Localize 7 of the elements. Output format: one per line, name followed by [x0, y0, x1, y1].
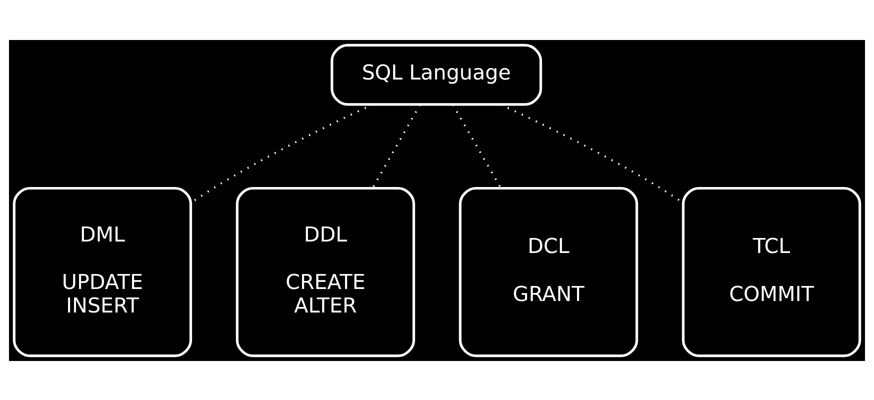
node-box: DML UPDATE INSERT	[12, 186, 192, 357]
node-box: DCL GRANT	[458, 186, 638, 357]
connector	[372, 104, 421, 188]
node-box: SQL Language	[330, 43, 542, 106]
node-box: TCL COMMIT	[682, 186, 862, 357]
node-box: DDL CREATE ALTER	[236, 186, 416, 357]
connector	[452, 104, 502, 188]
